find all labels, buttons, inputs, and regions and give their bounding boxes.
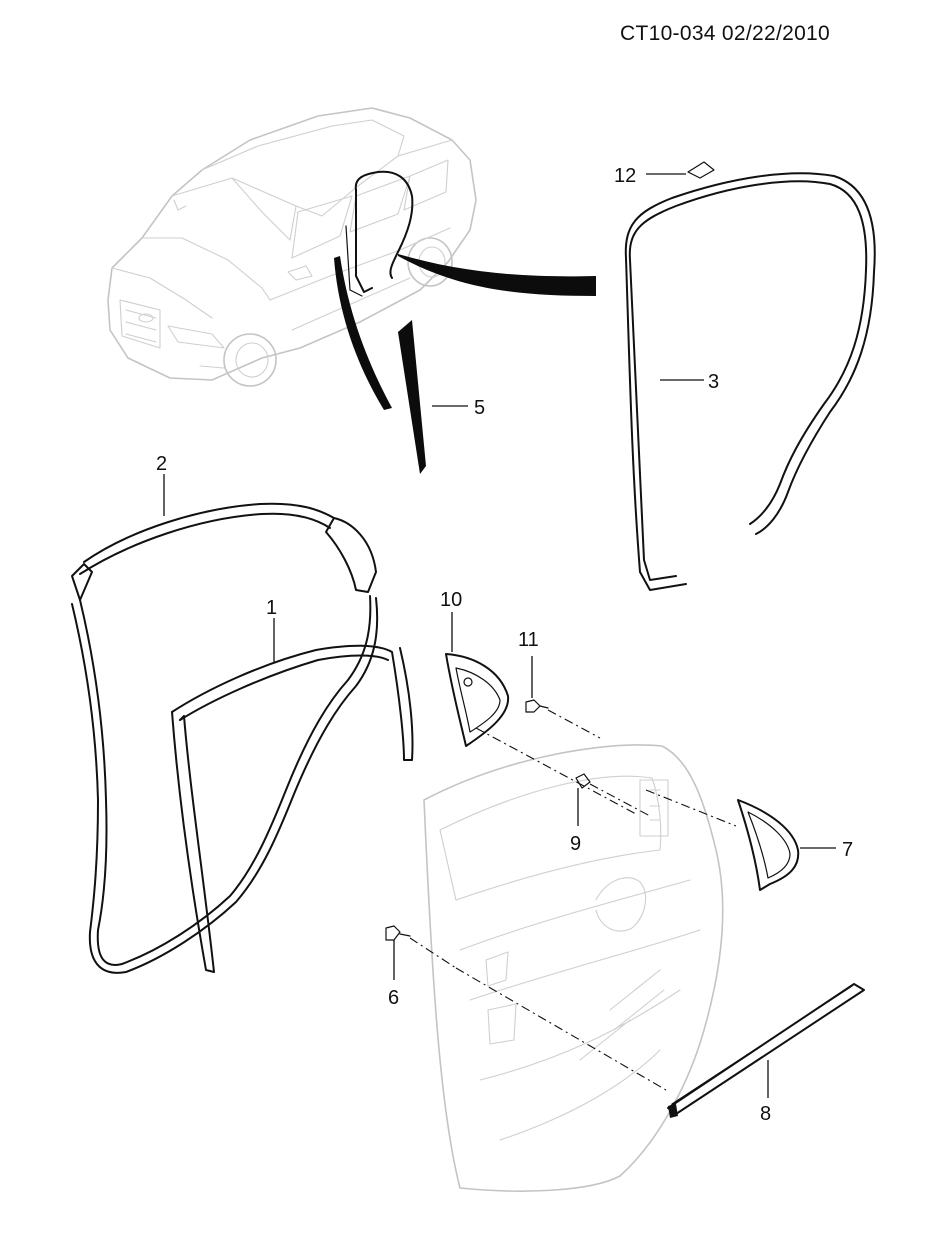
part-6-screw [385, 925, 411, 980]
assembly-lines [409, 709, 737, 1091]
callout-6: 6 [388, 987, 399, 1009]
part-7-corner-seal [737, 799, 836, 891]
vehicle-overview [107, 107, 596, 410]
leader-fan-vehicle [334, 256, 392, 410]
part-12-clip [646, 161, 715, 179]
document-id-label: CT10-034 02/22/2010 [620, 22, 831, 45]
callout-8: 8 [760, 1103, 771, 1125]
vehicle-seal-highlight [354, 170, 414, 279]
part-10-corner-cover [445, 612, 510, 747]
callout-11: 11 [518, 629, 539, 651]
callout-5: 5 [474, 397, 485, 419]
part-1-window-channel [171, 618, 414, 973]
callout-12: 12 [614, 165, 636, 187]
callout-2: 2 [156, 453, 167, 475]
callout-7: 7 [842, 839, 853, 861]
part-2-door-weatherstrip [71, 474, 379, 974]
part-11-screw [525, 656, 549, 713]
part-9-clip [575, 773, 591, 826]
callout-9: 9 [570, 833, 581, 855]
callout-10: 10 [440, 589, 462, 611]
callouts: 1 2 3 5 6 7 8 9 10 11 12 [156, 165, 853, 1125]
leader-fan-3 [398, 254, 596, 296]
part-5-pillar-seal [398, 320, 468, 474]
rear-door-ghost [423, 744, 724, 1192]
part-3-door-opening-weatherstrip [624, 172, 876, 591]
callout-1: 1 [266, 597, 277, 619]
callout-3: 3 [708, 371, 719, 393]
part-8-belt-molding [667, 983, 865, 1118]
